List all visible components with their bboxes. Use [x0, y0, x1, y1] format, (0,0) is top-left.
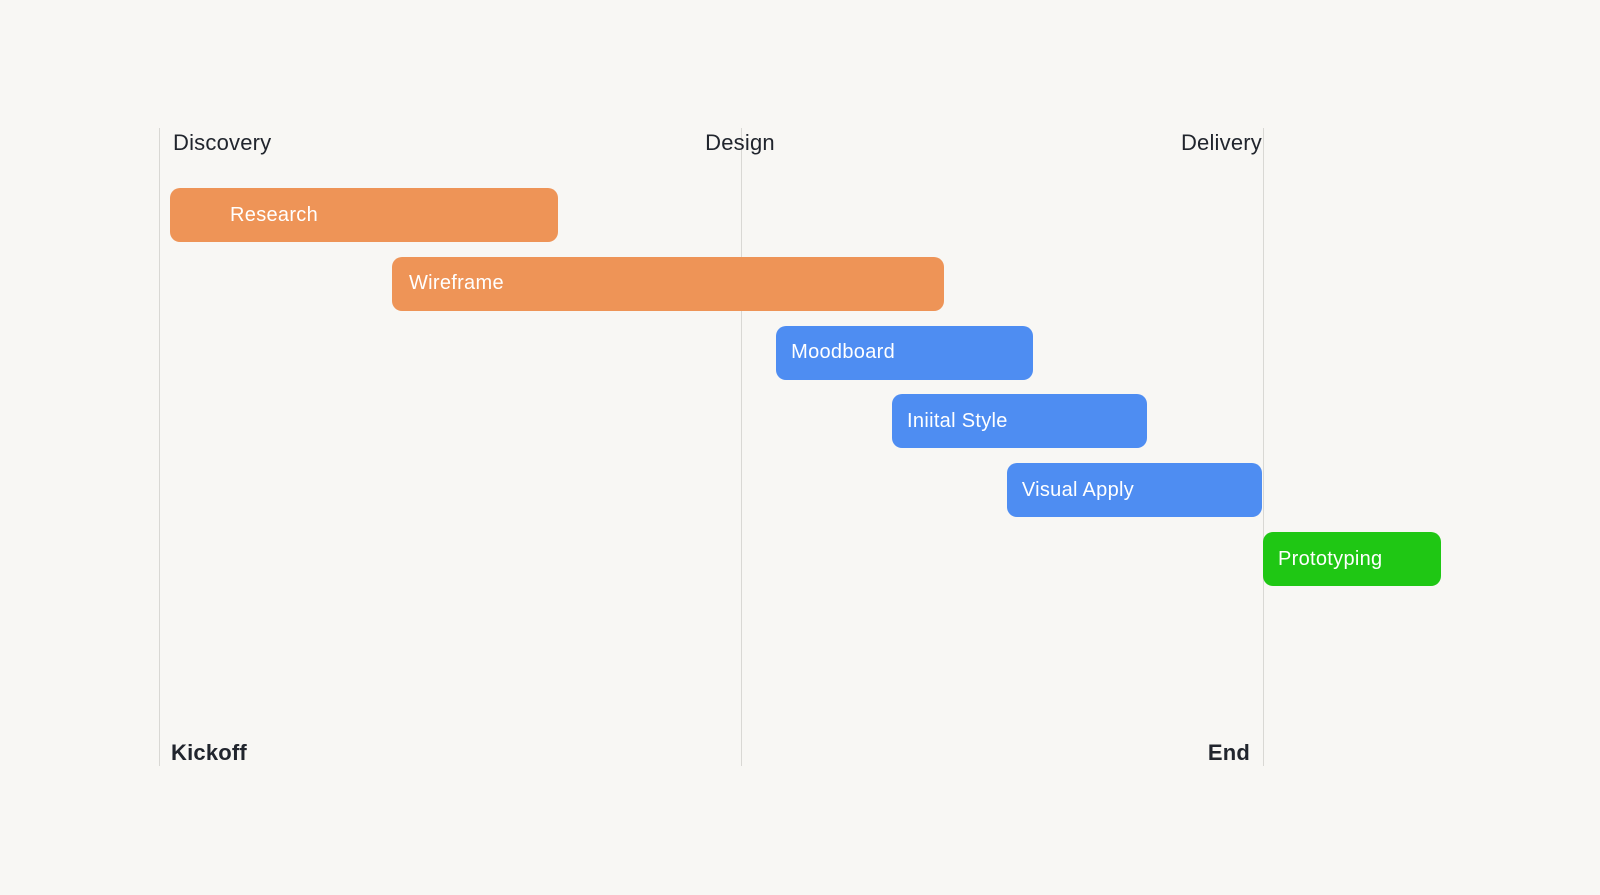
phase-label-design: Design — [705, 130, 775, 155]
task-bar-label: Visual Apply — [1021, 478, 1135, 501]
phase-label-delivery: Delivery — [1180, 130, 1262, 155]
task-bar-label: Prototyping — [1278, 547, 1383, 570]
task-bar-label: Moodboard — [791, 341, 896, 364]
task-bar-label: Research — [230, 203, 319, 226]
task-bar-label: Iniital Style — [907, 409, 1008, 432]
task-bar-research: Research — [170, 188, 558, 242]
gridline-delivery — [1262, 128, 1264, 766]
phase-label-discovery: Discovery — [173, 130, 272, 155]
gridline-kickoff — [158, 128, 160, 766]
task-bar-wireframe: Wireframe — [391, 256, 944, 311]
milestone-label-end: End — [1207, 740, 1250, 765]
milestone-label-kickoff: Kickoff — [171, 740, 247, 765]
task-bar-visual-apply: Visual Apply — [1006, 463, 1262, 518]
task-bar-moodboard: Moodboard — [776, 325, 1034, 380]
task-bar-label: Wireframe — [408, 272, 504, 295]
gridline-design — [740, 128, 742, 766]
task-bar-prototyping: Prototyping — [1263, 532, 1441, 586]
task-bar-iniital-style: Iniital Style — [892, 394, 1148, 449]
